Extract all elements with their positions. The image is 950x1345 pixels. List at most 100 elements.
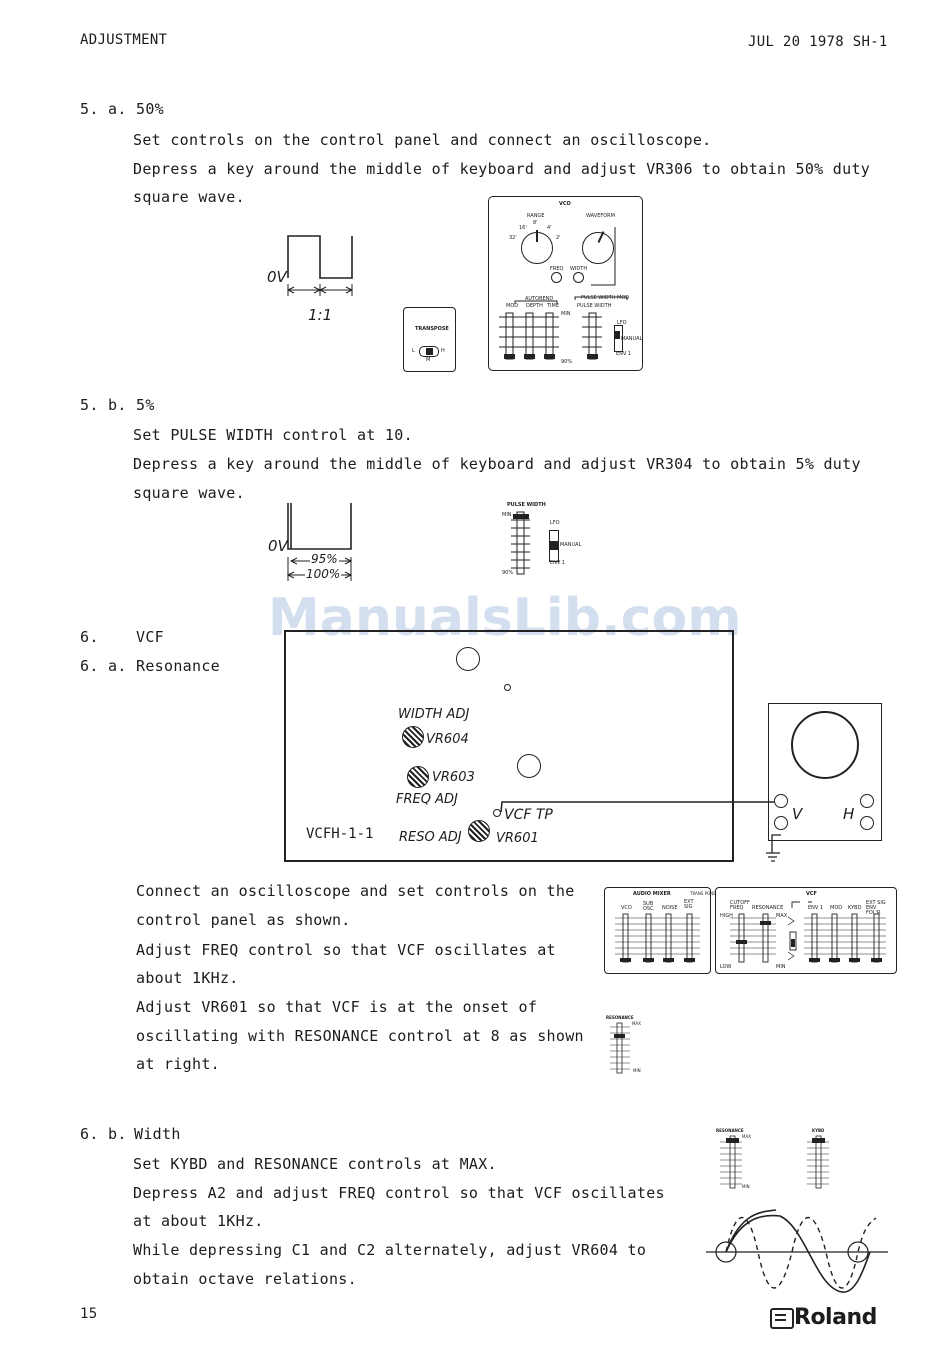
vr604-trimmer[interactable] bbox=[402, 726, 424, 748]
mixer-title: AUDIO MIXER bbox=[633, 891, 671, 897]
scope-h-label: H bbox=[843, 805, 855, 823]
audio-mixer-panel: AUDIO MIXER TRANS PONS VCO SUB OSC NOISE… bbox=[604, 887, 716, 974]
vco-width-trim[interactable] bbox=[573, 272, 584, 283]
board-small-hole bbox=[504, 684, 511, 691]
vcf-mod-label: MOD bbox=[830, 905, 843, 911]
vcf-panel: VCF CUTOFF FREQ RESONANCE ENV 1 MOD KYBD… bbox=[715, 887, 897, 974]
vcf-ext-label: EXT SIG ENV FOL'R bbox=[866, 900, 886, 916]
vcf-max-label: MAX bbox=[776, 913, 788, 919]
mixer-vco-label: VCO bbox=[621, 905, 632, 911]
reso-6b-title: RESONANCE bbox=[716, 1128, 744, 1133]
scope-screen bbox=[791, 711, 859, 779]
vcf-high-label: HIGH bbox=[720, 913, 733, 919]
board-id-label: VCFH-1-1 bbox=[306, 826, 374, 842]
kybd-6b-title: KYBD bbox=[812, 1128, 825, 1133]
reso-fader-max: MAX bbox=[632, 1021, 641, 1026]
mixer-switch-label: TRANS PONS bbox=[690, 891, 716, 896]
roland-logo-text: Roland bbox=[794, 1305, 877, 1330]
scope-h-ground[interactable] bbox=[860, 816, 874, 830]
vco-time-label: TIME bbox=[547, 303, 560, 309]
vco-pwm-source-switch[interactable] bbox=[614, 325, 623, 352]
page-number: 15 bbox=[80, 1306, 98, 1322]
section-5b-title: 5% bbox=[136, 396, 155, 414]
section-6b-line: obtain octave relations. bbox=[133, 1270, 357, 1288]
section-6a-line: at right. bbox=[136, 1055, 220, 1073]
square-wave-50-diagram bbox=[286, 235, 354, 296]
section-6a-line: Adjust VR601 so that VCF is at the onset… bbox=[136, 998, 538, 1016]
vcf-tp-label: VCF TP bbox=[504, 807, 553, 823]
vco-pwmod-label: PULSE WIDTH MOD bbox=[581, 295, 630, 301]
transpose-panel: TRANSPOSE L H M bbox=[403, 307, 456, 372]
section-6b-line: Set KYBD and RESONANCE controls at MAX. bbox=[133, 1155, 497, 1173]
reso-6b-min: MIN bbox=[742, 1184, 750, 1189]
reso-adj-label: RESO ADJ bbox=[399, 830, 462, 845]
scope-h-input[interactable] bbox=[860, 794, 874, 808]
vco-pw-label: PULSE WIDTH bbox=[577, 303, 612, 309]
header-right: JUL 20 1978 SH-1 bbox=[748, 34, 888, 50]
vr601-label: VR601 bbox=[496, 831, 539, 846]
transpose-switch[interactable] bbox=[419, 346, 439, 357]
vco-freq-trim[interactable] bbox=[551, 272, 562, 283]
vco-waveform-knob[interactable] bbox=[582, 231, 614, 264]
vr603-trimmer[interactable] bbox=[407, 766, 429, 788]
pulse-width-fader: PULSE WIDTH MIN 90% LFO MANUAL ENV 1 bbox=[500, 502, 590, 580]
section-5b-line: square wave. bbox=[133, 484, 245, 502]
section-5a-line: square wave. bbox=[133, 188, 245, 206]
pw-fader-min-label: MIN bbox=[502, 512, 512, 518]
section-5b-line: Set PULSE WIDTH control at 10. bbox=[133, 426, 413, 444]
section-6a-line: Adjust FREQ control so that VCF oscillat… bbox=[136, 941, 556, 959]
section-5a-title: 50% bbox=[136, 100, 164, 118]
section-6-title: VCF bbox=[136, 628, 164, 646]
roland-logo-mark bbox=[770, 1308, 794, 1329]
vco-autobend-label: AUTOBEND bbox=[525, 296, 554, 302]
vcf-low-label: LOW bbox=[720, 964, 732, 970]
vco-min-label: MIN bbox=[561, 311, 571, 317]
mixer-noise-label: NOISE bbox=[662, 905, 678, 911]
scope-v-input[interactable] bbox=[774, 794, 788, 808]
section-6a-line: oscillating with RESONANCE control at 8 … bbox=[136, 1027, 584, 1045]
vcf-panel-title: VCF bbox=[806, 891, 817, 897]
pw-fader-90-label: 90% bbox=[502, 570, 514, 576]
vco-width-label: WIDTH bbox=[570, 266, 588, 272]
octave-sine-diagram bbox=[706, 1209, 888, 1293]
vco-manual-label: MANUAL bbox=[621, 336, 643, 342]
board-mount-hole bbox=[456, 647, 480, 671]
width-adj-label: WIDTH ADJ bbox=[398, 707, 470, 722]
reso-fader-min: MIN bbox=[633, 1068, 641, 1073]
transpose-h-label: H bbox=[441, 348, 445, 354]
vco-lfo-label: LFO bbox=[617, 320, 627, 326]
section-5a-line: Depress a key around the middle of keybo… bbox=[133, 160, 871, 178]
section-6b-line: Depress A2 and adjust FREQ control so th… bbox=[133, 1184, 665, 1202]
scope-v-ground[interactable] bbox=[774, 816, 788, 830]
vcf-test-point[interactable] bbox=[493, 809, 501, 817]
reso-6b-max: MAX bbox=[742, 1134, 751, 1139]
vco-mod-label: MOD bbox=[506, 303, 519, 309]
vco-range-knob[interactable] bbox=[521, 230, 553, 264]
section-6a-title: Resonance bbox=[136, 657, 220, 675]
section-6b-title: Width bbox=[134, 1125, 181, 1143]
vcf-kybd-label: KYBD bbox=[848, 905, 862, 911]
scope-v-label: V bbox=[792, 805, 803, 823]
vco-title: VCO bbox=[559, 201, 571, 207]
vco-depth-label: DEPTH bbox=[526, 303, 543, 309]
vco-90-label: 90% bbox=[561, 359, 573, 365]
vco-range-16-label: 16' bbox=[519, 225, 527, 231]
vco-waveform-label: WAVEFORM bbox=[586, 213, 615, 219]
section-5b-line: Depress a key around the middle of keybo… bbox=[133, 455, 861, 473]
mixer-sub-label: SUB OSC bbox=[643, 901, 654, 912]
section-6b-number: 6. b. bbox=[80, 1125, 127, 1143]
vr601-trimmer[interactable] bbox=[468, 820, 490, 842]
vco-range-32-label: 32' bbox=[509, 235, 517, 241]
header-left: ADJUSTMENT bbox=[80, 32, 168, 48]
vcf-min-label: MIN bbox=[776, 964, 786, 970]
pw-fader-lfo-label: LFO bbox=[550, 520, 560, 526]
pw-fader-switch[interactable] bbox=[549, 530, 559, 562]
vcf-env1-label: ENV 1 bbox=[808, 905, 824, 911]
wave-5-zero-label: 0V bbox=[268, 537, 288, 555]
vr603-label: VR603 bbox=[432, 770, 475, 785]
vco-faders-art bbox=[499, 227, 628, 360]
vco-range-8-label: 8' bbox=[533, 220, 538, 226]
transpose-m-label: M bbox=[426, 357, 431, 363]
transpose-title: TRANSPOSE bbox=[415, 326, 449, 332]
section-5a-line: Set controls on the control panel and co… bbox=[133, 131, 712, 149]
